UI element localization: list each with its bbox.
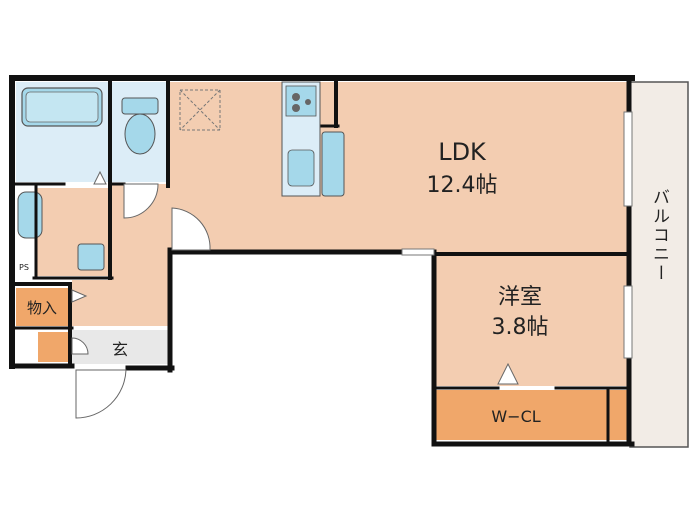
- hallway-lower-floor: [72, 280, 170, 326]
- burner-icon: [292, 93, 300, 101]
- western-room-label: 洋室: [498, 285, 542, 310]
- entry-step: [71, 337, 89, 355]
- washroom-door: [93, 170, 107, 185]
- entrance-door: [75, 369, 127, 419]
- storage-label: 物入: [27, 299, 57, 317]
- ldk-floor: [170, 82, 628, 252]
- vanity-sink-icon: [17, 191, 43, 239]
- closet-door-mark: [497, 362, 519, 385]
- entrance: 玄: [72, 330, 170, 364]
- walk-in-closet-label: W−CL: [491, 407, 540, 426]
- entrance-label: 玄: [112, 340, 128, 359]
- toilet-tank-icon: [121, 97, 159, 115]
- kitchen: [281, 81, 345, 197]
- fridge-space-icon: [321, 131, 345, 197]
- doors: [71, 170, 519, 419]
- shoe-cabinet: [38, 332, 68, 362]
- western-room-size: 3.8帖: [492, 315, 549, 340]
- ldk-door: [171, 207, 211, 251]
- balcony-windows: [623, 111, 633, 359]
- stove-icon: [285, 85, 317, 117]
- toilet-bowl-icon: [124, 113, 156, 155]
- burner-icon: [292, 104, 300, 112]
- sliding-door: [401, 248, 435, 256]
- western-room-floor: [434, 254, 628, 386]
- burner-icon: [305, 99, 311, 105]
- kitchen-sink-icon: [287, 149, 315, 187]
- ldk-label: LDK: [438, 138, 487, 166]
- walk-in-closet: W−CL: [434, 390, 628, 440]
- ldk-size: 12.4帖: [427, 173, 498, 198]
- storage-door: [71, 289, 88, 303]
- ps-mark: PS: [19, 263, 29, 272]
- walls: [9, 75, 635, 447]
- bathroom: [16, 82, 108, 182]
- balcony: バルコニー: [629, 81, 689, 448]
- storage: 物入: [16, 288, 68, 326]
- washing-machine-icon: [77, 243, 105, 271]
- balcony-label: バルコニー: [649, 188, 669, 283]
- ventilation-mark: [179, 89, 221, 131]
- toilet-room: [112, 82, 168, 182]
- toilet-door: [123, 183, 159, 219]
